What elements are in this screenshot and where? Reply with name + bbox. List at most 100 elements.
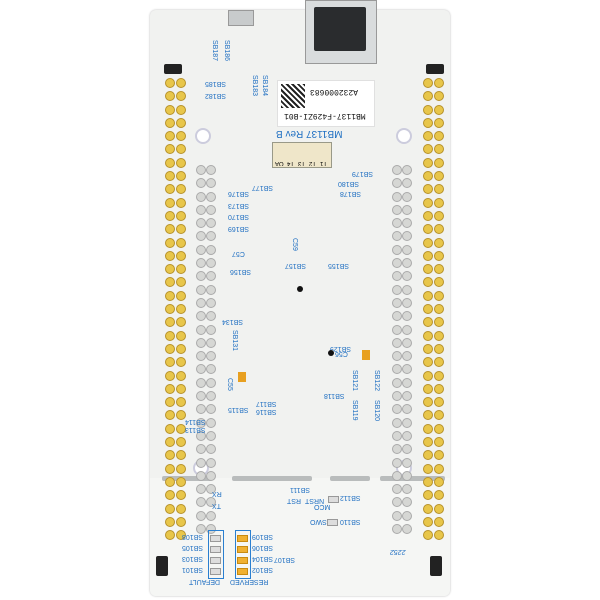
header-pin bbox=[165, 104, 175, 115]
header-pin bbox=[402, 524, 412, 535]
solder-bridge[interactable] bbox=[210, 546, 221, 553]
ethernet-connector bbox=[305, 0, 377, 64]
header-pin bbox=[176, 463, 186, 474]
header-pin bbox=[434, 91, 444, 102]
header-pin bbox=[176, 437, 186, 448]
header-pin bbox=[165, 330, 175, 341]
header-pin bbox=[206, 311, 216, 322]
jumper[interactable] bbox=[430, 556, 442, 576]
header-pin bbox=[402, 271, 412, 282]
solder-bridge[interactable] bbox=[237, 535, 248, 542]
header-pin bbox=[176, 157, 186, 168]
header-pin bbox=[206, 324, 216, 335]
header-pin bbox=[206, 337, 216, 348]
serial-sticker: A232000683 MB1137-F429ZI-B01 bbox=[277, 80, 375, 127]
header-pin-column bbox=[392, 165, 402, 535]
test-label: OA bbox=[275, 160, 284, 166]
part-number: MB1137-F429ZI-B01 bbox=[284, 111, 366, 120]
header-pin bbox=[392, 417, 402, 428]
solder-bridge[interactable] bbox=[210, 568, 221, 575]
header-pin bbox=[423, 144, 433, 155]
header-pin bbox=[434, 144, 444, 155]
header-pin bbox=[176, 397, 186, 408]
header-pin bbox=[206, 364, 216, 375]
header-pin bbox=[402, 191, 412, 202]
header-pin bbox=[423, 423, 433, 434]
header-pin bbox=[402, 231, 412, 242]
reserved-group-box bbox=[235, 530, 251, 579]
jumper[interactable] bbox=[164, 64, 182, 74]
sb-label: SB104 bbox=[252, 555, 274, 562]
header-pin bbox=[434, 410, 444, 421]
sb-label: SB155 bbox=[328, 262, 350, 269]
header-pin bbox=[196, 391, 206, 402]
jumper[interactable] bbox=[426, 64, 444, 74]
header-pin bbox=[392, 364, 402, 375]
sb-label: SB116 bbox=[256, 408, 277, 415]
solder-bridge[interactable] bbox=[237, 546, 248, 553]
capacitor bbox=[362, 350, 370, 360]
serial-number: A232000683 bbox=[310, 87, 359, 96]
header-pin bbox=[434, 516, 444, 527]
header-pin bbox=[165, 290, 175, 301]
header-pin bbox=[392, 258, 402, 269]
sb-label: SB101 bbox=[182, 566, 204, 573]
header-pin bbox=[206, 510, 216, 521]
header-pin bbox=[165, 423, 175, 434]
header-pin bbox=[196, 271, 206, 282]
header-pin bbox=[165, 437, 175, 448]
header-pin bbox=[392, 497, 402, 508]
qr-code bbox=[281, 84, 305, 108]
header-pin-column bbox=[423, 78, 433, 541]
header-pin bbox=[206, 524, 216, 535]
header-pin bbox=[434, 503, 444, 514]
header-pin bbox=[423, 277, 433, 288]
solder-bridge[interactable] bbox=[328, 496, 339, 503]
header-pin bbox=[434, 117, 444, 128]
solder-bridge[interactable] bbox=[237, 557, 248, 564]
header-pin bbox=[176, 117, 186, 128]
header-pin bbox=[176, 343, 186, 354]
usb-connector bbox=[228, 10, 254, 26]
header-pin bbox=[165, 317, 175, 328]
header-pin bbox=[402, 178, 412, 189]
jumper[interactable] bbox=[156, 556, 168, 576]
solder-bridge[interactable] bbox=[327, 519, 338, 526]
header-pin bbox=[176, 410, 186, 421]
header-pin bbox=[206, 204, 216, 215]
header-pin bbox=[392, 218, 402, 229]
header-pin bbox=[196, 337, 206, 348]
header-pin bbox=[434, 450, 444, 461]
header-pin bbox=[196, 204, 206, 215]
rst-label: RST bbox=[287, 497, 301, 504]
sb-label: SB176 bbox=[228, 190, 250, 197]
header-pin bbox=[176, 171, 186, 182]
header-pin bbox=[206, 244, 216, 255]
sb-label: SB112 bbox=[340, 494, 361, 501]
header-pin bbox=[402, 497, 412, 508]
solder-bridge[interactable] bbox=[210, 535, 221, 542]
header-pin bbox=[176, 330, 186, 341]
header-pin bbox=[434, 530, 444, 541]
header-pin bbox=[423, 357, 433, 368]
test-box: T1 T2 T3 T4 OA bbox=[272, 142, 332, 168]
header-pin bbox=[165, 184, 175, 195]
solder-bridge[interactable] bbox=[237, 568, 248, 575]
tx-label: TX bbox=[212, 502, 221, 509]
header-pin bbox=[196, 524, 206, 535]
sb-label: SB108 bbox=[182, 533, 204, 540]
header-pin bbox=[165, 397, 175, 408]
header-pin bbox=[392, 165, 402, 175]
sb-label: SB105 bbox=[182, 544, 204, 551]
solder-bridge[interactable] bbox=[210, 557, 221, 564]
sb-label: SB102 bbox=[252, 566, 274, 573]
swo-label: SWO bbox=[310, 518, 327, 525]
header-pin bbox=[176, 91, 186, 102]
breakaway-slot bbox=[162, 476, 212, 481]
header-pin bbox=[206, 377, 216, 388]
header-pin bbox=[402, 377, 412, 388]
header-pin bbox=[434, 357, 444, 368]
header-pin bbox=[165, 383, 175, 394]
header-pin bbox=[196, 218, 206, 229]
header-pin bbox=[392, 311, 402, 322]
